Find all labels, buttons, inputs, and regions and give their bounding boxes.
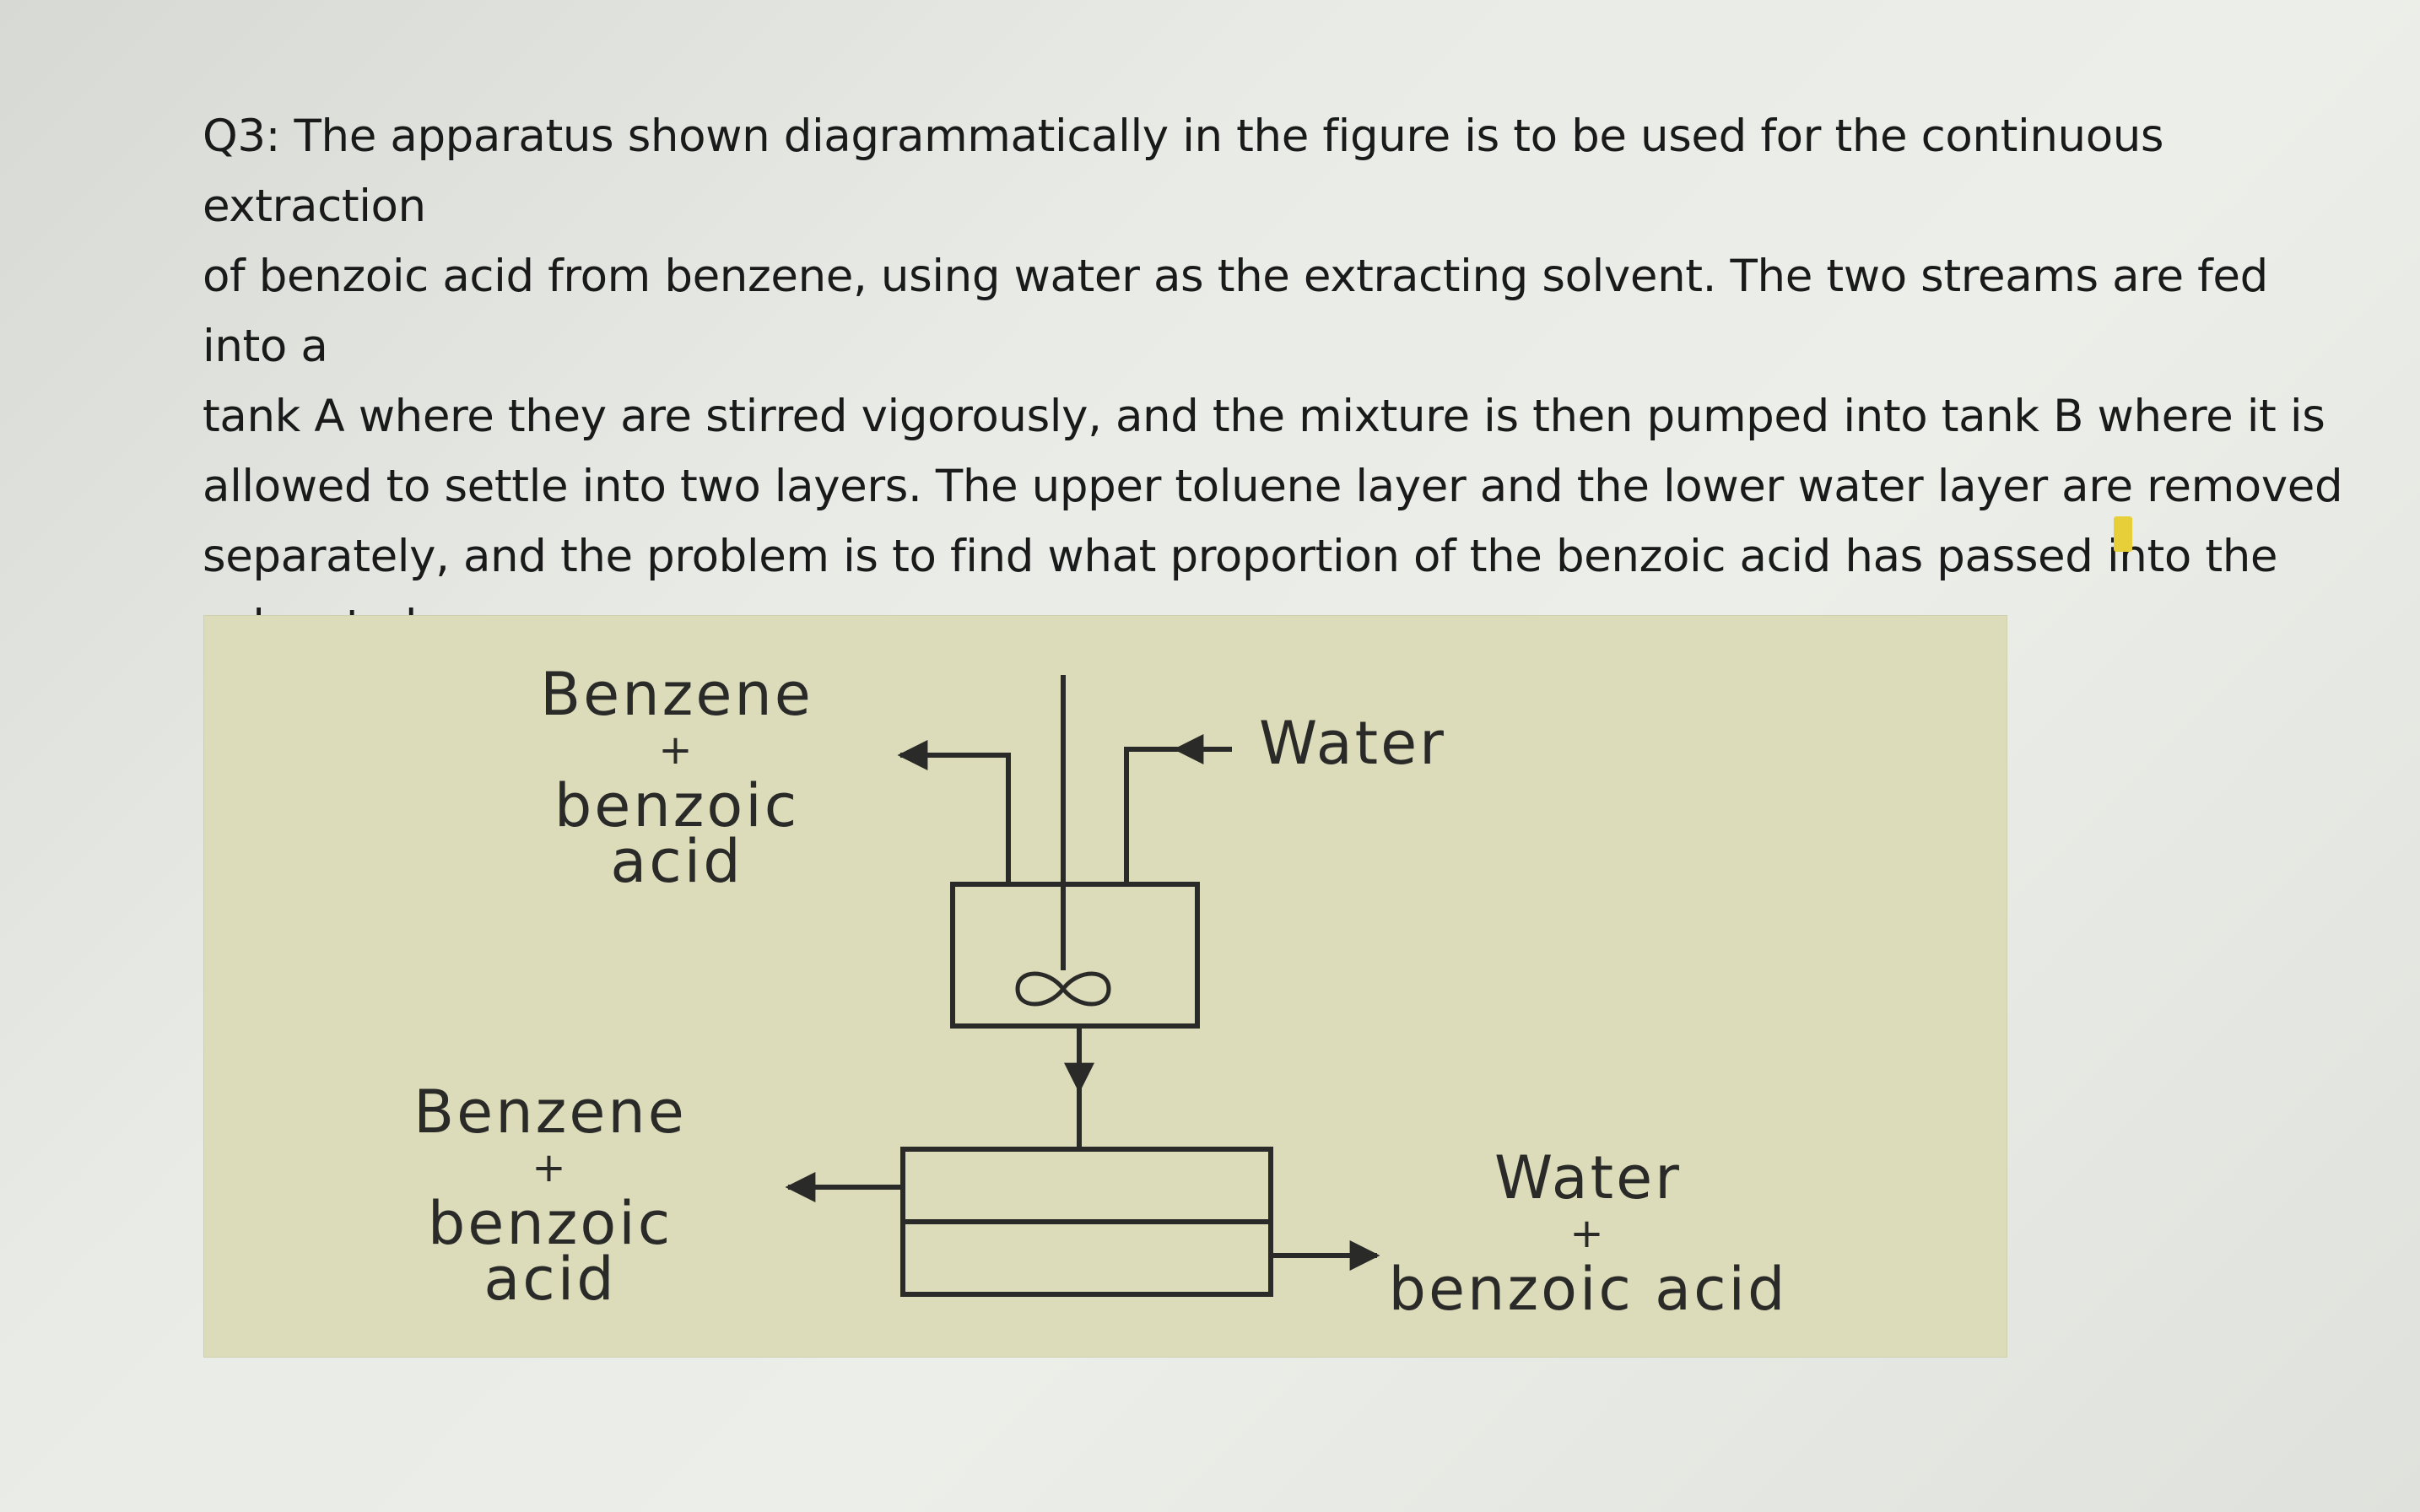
feed-benzene-plus: +	[658, 726, 695, 774]
feed-benzene-label: Benzene + benzoic acid	[500, 665, 854, 891]
out-water-line2: benzoic acid	[1388, 1255, 1788, 1324]
out-water-label: Water + benzoic acid	[1369, 1148, 1807, 1319]
feed-water-label: Water	[1259, 709, 1446, 778]
tank-a	[950, 882, 1200, 1029]
feed-benzene-line1: Benzene	[540, 660, 813, 729]
out-water-line1: Water	[1494, 1143, 1682, 1212]
out-benzene-line2: benzoic acid	[427, 1189, 673, 1314]
apparatus-figure: Benzene + benzoic acid Water Benzene + b…	[204, 616, 2007, 1357]
highlight-marker	[2114, 516, 2132, 552]
out-benzene-label: Benzene + benzoic acid	[356, 1083, 744, 1309]
out-water-plus: +	[1569, 1210, 1607, 1257]
feed-water-pipe	[1124, 747, 1232, 884]
feed-benzene-pipe	[897, 740, 1011, 884]
question-text: Q3: The apparatus shown diagrammatically…	[203, 111, 2343, 652]
out-benzene-line1: Benzene	[413, 1077, 687, 1147]
feed-benzene-line2: benzoic acid	[554, 771, 800, 896]
infinity-stirrer-icon	[1015, 971, 1111, 1007]
apparatus-drawing	[785, 675, 1380, 1297]
out-benzene-plus: +	[532, 1144, 569, 1191]
